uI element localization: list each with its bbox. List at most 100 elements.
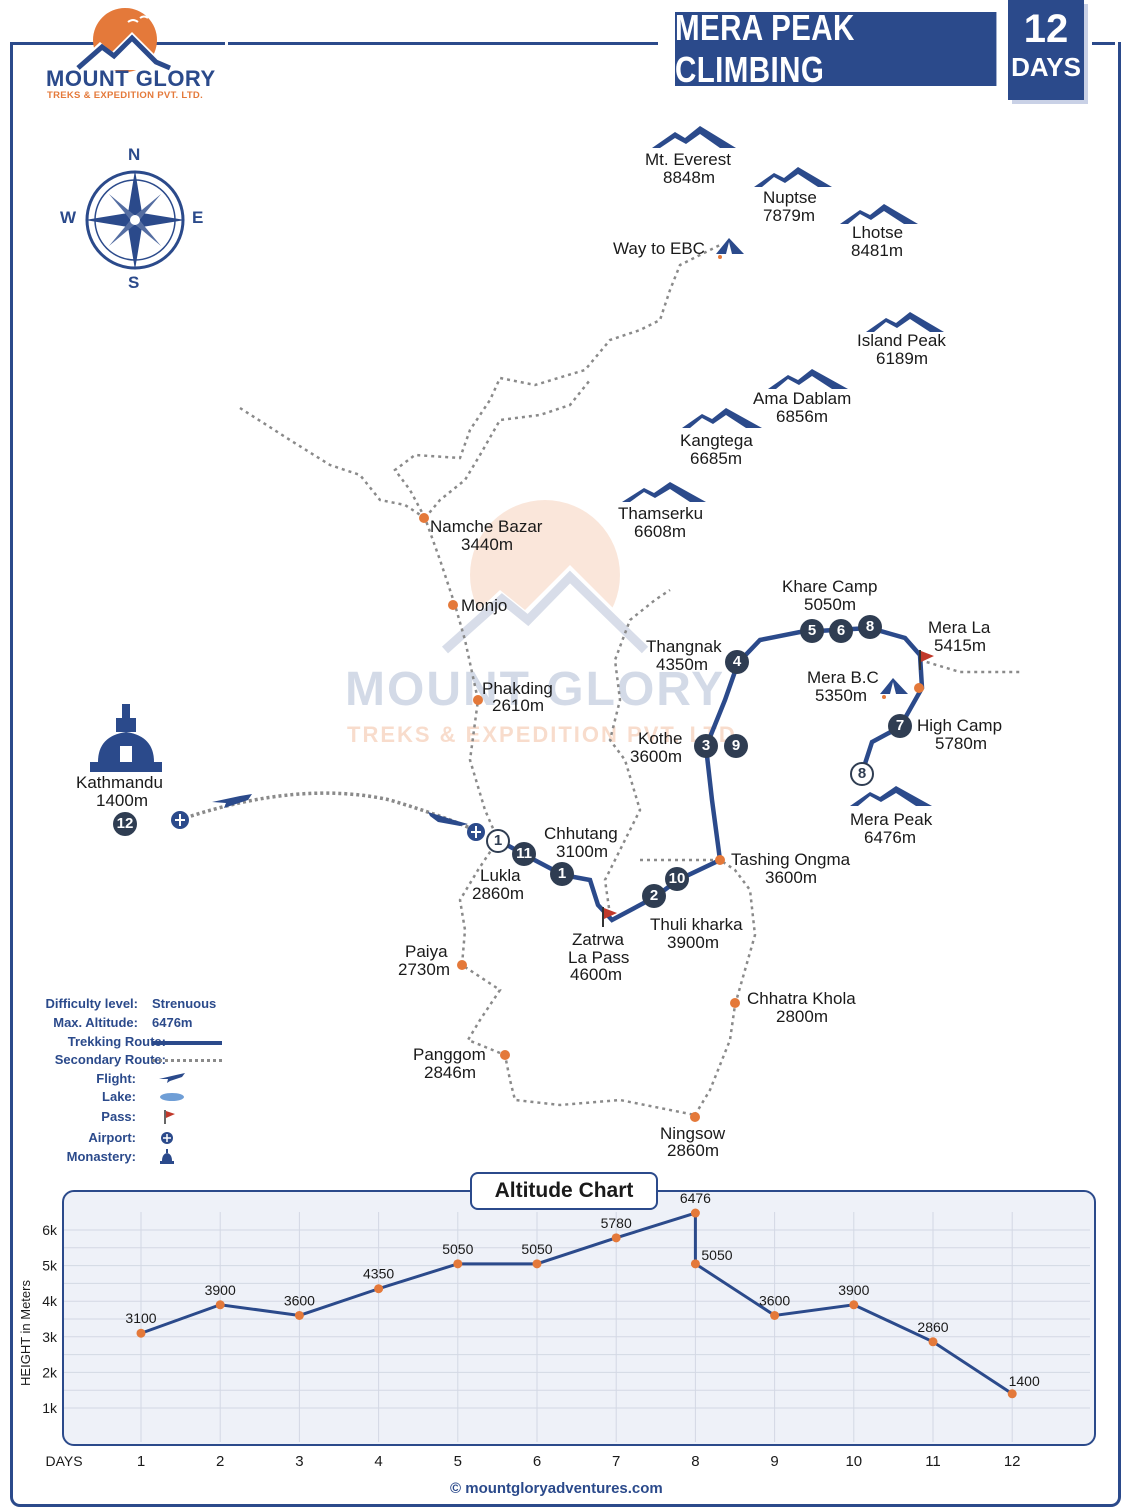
altitude-point [1007,1389,1017,1399]
place-phakding-name: Phakding [482,679,553,698]
peak-lhotse-alt: 8481m [851,241,903,260]
compass-s: S [128,273,140,292]
legend-pass-label: Pass: [101,1109,136,1124]
legend-monastery-label: Monastery: [66,1149,136,1164]
place-thangnak-alt: 4350m [656,655,708,674]
mountain-icon [754,167,832,187]
legend-trek-label: Trekking Route: [67,1034,166,1049]
peak-lhotse-name: Lhotse [852,223,904,242]
y-tick-label: 6k [42,1222,58,1238]
place-zatrwa-alt: 4600m [570,965,622,984]
day-stop-marker: 3 [694,734,718,758]
mountain-icon [622,482,706,502]
place-kathmandu-alt: 1400m [96,791,148,810]
place-thangnak-name: Thangnak [646,637,722,656]
legend-secondary-label: Secondary Route: [54,1052,166,1067]
place-paiya-alt: 2730m [398,960,450,979]
day-stop-marker: 9 [724,734,748,758]
map-frame [10,42,1121,1507]
days-badge: 12 DAYS [1008,0,1084,100]
frame-top-line [1092,42,1115,45]
place-ningsow-alt: 2860m [667,1141,719,1160]
place-lukla-alt: 2860m [472,884,524,903]
place-chhutang-alt: 3100m [556,842,608,861]
altitude-point [611,1233,621,1243]
mountain-icon [652,126,736,148]
altitude-data-label: 5050 [521,1241,552,1257]
altitude-data-label: 3900 [838,1282,869,1298]
peak-amadablam-alt: 6856m [776,407,828,426]
mountain-icon [866,312,944,332]
altitude-data-label: 2860 [917,1319,948,1335]
x-tick-label: 12 [1004,1453,1021,1470]
altitude-data-label: 4350 [363,1266,394,1282]
day-stop-marker: 4 [725,650,749,674]
day-stop-marker: 1 [486,829,510,853]
camp-tent-icon [880,678,908,699]
x-tick-label: 9 [770,1453,778,1470]
altitude-data-label: 6476 [680,1190,711,1206]
altitude-series-line [140,1211,1014,1396]
place-merabc-name: Mera B.C [807,668,879,687]
trekking-route [495,625,925,923]
flight-plane-icon [159,1073,185,1083]
days-label: DAYS [1011,52,1081,82]
altitude-point [770,1310,780,1320]
place-ebc: Way to EBC [613,239,705,258]
peak-mera-name: Mera Peak [850,810,933,829]
place-khare-alt: 5050m [804,595,856,614]
altitude-point [928,1337,938,1347]
page-title: MERA PEAK CLIMBING [675,7,997,90]
place-tashing-name: Tashing Ongma [731,850,851,869]
watermark-name: MOUNT GLORY [345,663,726,716]
legend-airport-label: Airport: [88,1130,136,1145]
altitude-point [294,1310,304,1320]
days-number: 12 [1023,7,1069,51]
camp-tent-icon [716,238,744,259]
y-tick-label: 2k [42,1364,58,1380]
legend-maxalt-value: 6476m [152,1015,193,1030]
place-zatrwa-name2: La Pass [568,948,630,967]
y-tick-label: 3k [42,1329,58,1345]
footer-url[interactable]: mountgloryadventures.com [465,1480,663,1497]
place-phakding-alt: 2610m [492,696,544,715]
altitude-point [690,1208,700,1218]
x-tick-label: 6 [533,1453,541,1470]
place-monjo: Monjo [461,596,508,615]
peak-everest-name: Mt. Everest [645,150,731,169]
airport-icon [161,1132,173,1144]
legend-difficulty-value: Strenuous [152,996,217,1011]
pass-flag-icon [602,907,617,927]
compass-e: E [192,208,204,227]
peak-island-alt: 6189m [876,349,928,368]
altitude-data-label: 5780 [601,1215,632,1231]
legend-flight-label: Flight: [96,1071,136,1086]
place-merala-alt: 5415m [934,636,986,655]
mountain-icon [840,204,918,224]
place-chhatra-name: Chhatra Khola [747,989,856,1008]
altitude-point [215,1300,225,1310]
place-tashing-alt: 3600m [765,868,817,887]
altitude-point [453,1259,463,1269]
place-panggom-alt: 2846m [424,1063,476,1082]
place-thuli-name: Thuli kharka [650,915,743,934]
day-stop-marker: 8 [858,615,882,639]
place-kothe-alt: 3600m [630,747,682,766]
mountain-icon [768,369,848,389]
altitude-data-label: 3100 [125,1310,156,1326]
x-tick-label: 5 [454,1453,462,1470]
x-tick-label: 8 [691,1453,699,1470]
mountain-icon [682,408,762,428]
monastery-icon [160,1149,174,1164]
place-merala-name: Mera La [928,618,991,637]
airport-icon [467,823,485,841]
x-tick-label: 3 [295,1453,303,1470]
peak-nuptse-name: Nuptse [763,188,817,207]
peak-kangtega-name: Kangtega [680,431,753,450]
legend-secondary-line [152,1059,222,1062]
altitude-point [690,1259,700,1269]
day-stop-marker: 12 [113,812,137,836]
place-thuli-alt: 3900m [667,933,719,952]
place-chhatra-alt: 2800m [776,1007,828,1026]
